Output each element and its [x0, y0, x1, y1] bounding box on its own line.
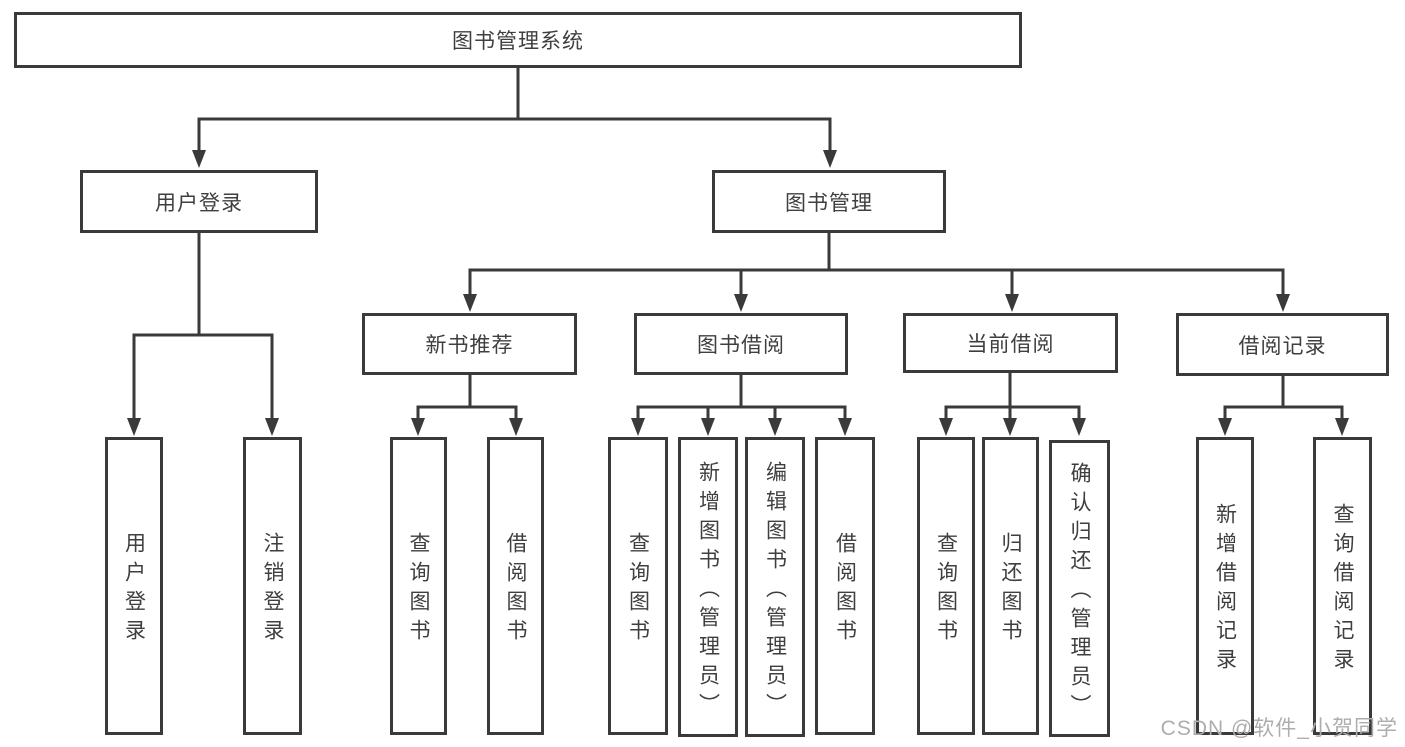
node-leaf-bb-borrow: 借阅图书 — [815, 437, 875, 735]
node-leaf-cb-query: 查询图书 — [917, 437, 975, 735]
node-borrow-record: 借阅记录 — [1176, 313, 1389, 376]
node-new-book-rec-label: 新书推荐 — [425, 334, 514, 357]
node-leaf-nb-query: 查询图书 — [390, 437, 447, 735]
node-user-login: 用户登录 — [80, 170, 318, 233]
node-leaf-bb-edit-label: 编辑图书（管理员） — [763, 460, 787, 722]
node-book-mgmt: 图书管理 — [712, 170, 946, 233]
connector-current-borrow — [944, 372, 1081, 419]
connector-book-mgmt — [468, 233, 1285, 295]
node-leaf-cb-query-label: 查询图书 — [934, 532, 958, 648]
node-leaf-br-add: 新增借阅记录 — [1196, 437, 1254, 735]
node-root-label: 图书管理系统 — [452, 30, 584, 53]
node-user-login-label: 用户登录 — [155, 191, 243, 215]
node-root: 图书管理系统 — [14, 12, 1022, 68]
node-book-borrow-label: 图书借阅 — [697, 334, 785, 357]
node-leaf-logout-label: 注销登录 — [261, 532, 284, 648]
node-leaf-nb-query-label: 查询图书 — [407, 532, 430, 648]
node-leaf-cb-return-label: 归还图书 — [999, 532, 1022, 648]
node-leaf-cb-confirm: 确认归还（管理员） — [1049, 440, 1110, 737]
connector-user-login — [132, 233, 274, 419]
node-leaf-br-query-label: 查询借阅记录 — [1331, 503, 1354, 677]
node-leaf-logout: 注销登录 — [243, 437, 302, 735]
node-leaf-nb-borrow-label: 借阅图书 — [504, 532, 527, 648]
node-leaf-bb-edit: 编辑图书（管理员） — [745, 437, 805, 737]
node-leaf-cb-return: 归还图书 — [982, 437, 1039, 735]
connector-new-book-rec — [416, 374, 518, 419]
node-leaf-cb-confirm-label: 确认归还（管理员） — [1068, 462, 1091, 723]
watermark: CSDN @软件_小贺同学 — [1160, 717, 1398, 740]
node-current-borrow: 当前借阅 — [903, 313, 1118, 373]
node-leaf-bb-add: 新增图书（管理员） — [678, 437, 738, 737]
node-book-borrow: 图书借阅 — [634, 313, 848, 375]
node-leaf-nb-borrow: 借阅图书 — [487, 437, 544, 735]
connector-borrow-record — [1223, 375, 1344, 419]
node-leaf-bb-add-label: 新增图书（管理员） — [696, 460, 720, 722]
node-borrow-record-label: 借阅记录 — [1238, 334, 1327, 358]
node-leaf-br-add-label: 新增借阅记录 — [1213, 503, 1237, 677]
connector-root — [197, 68, 832, 151]
node-leaf-bb-borrow-label: 借阅图书 — [833, 532, 857, 648]
node-new-book-rec: 新书推荐 — [362, 313, 577, 375]
node-leaf-user-login-label: 用户登录 — [122, 532, 146, 648]
node-leaf-br-query: 查询借阅记录 — [1313, 437, 1372, 735]
node-leaf-bb-query: 查询图书 — [608, 437, 668, 735]
node-book-mgmt-label: 图书管理 — [785, 191, 873, 215]
node-leaf-bb-query-label: 查询图书 — [626, 532, 650, 648]
node-current-borrow-label: 当前借阅 — [966, 333, 1055, 356]
connector-book-borrow — [636, 374, 847, 419]
node-leaf-user-login: 用户登录 — [105, 437, 163, 735]
